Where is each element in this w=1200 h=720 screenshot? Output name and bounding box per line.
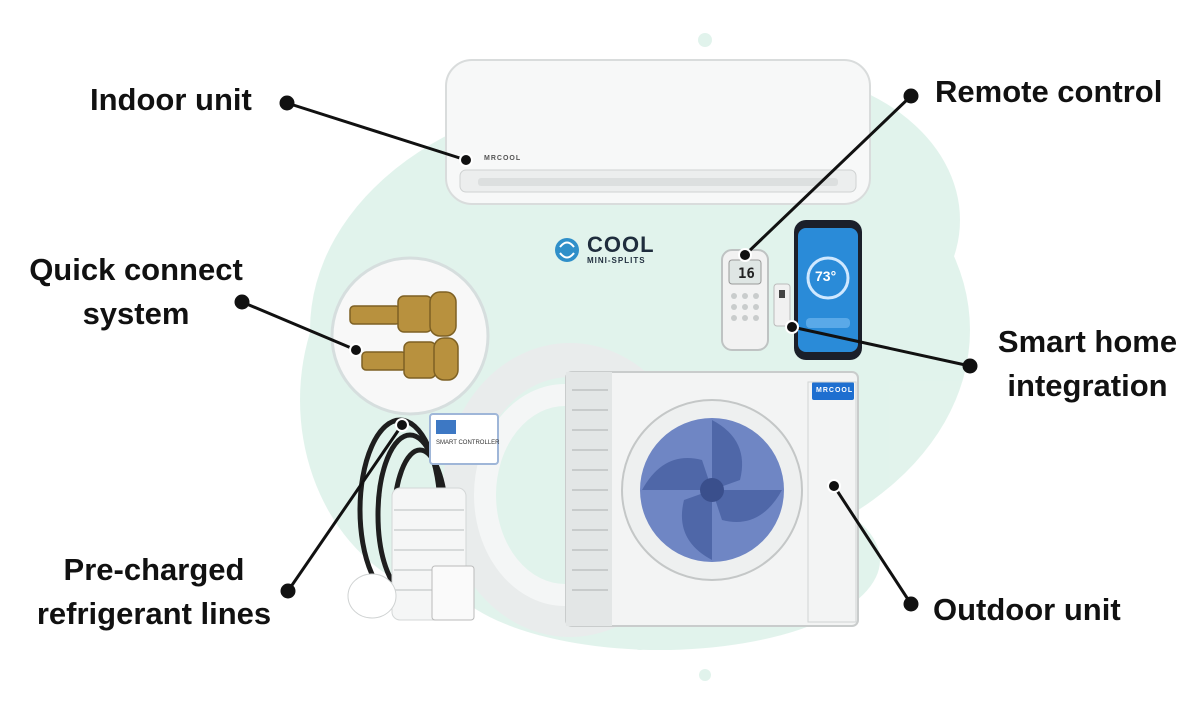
label-quick-connect-line1: Quick connect bbox=[29, 252, 243, 287]
snowflake-fan-icon bbox=[555, 238, 579, 262]
quick-connect-target-dot bbox=[349, 343, 363, 357]
smart-home-callout bbox=[791, 325, 971, 368]
indoor-unit-image bbox=[445, 59, 871, 205]
outdoor-unit-image bbox=[565, 371, 859, 627]
label-indoor-unit: Indoor unit bbox=[90, 82, 252, 117]
smart-home-callout-dot bbox=[962, 358, 978, 374]
remote-control-image bbox=[721, 249, 769, 351]
outdoor-unit-callout bbox=[832, 485, 913, 605]
remote-control-target-dot bbox=[738, 248, 752, 262]
remote-control-callout bbox=[743, 94, 913, 257]
brand-name: COOL bbox=[587, 232, 655, 257]
phone-temperature: 73° bbox=[815, 268, 837, 284]
wifi-dongle-image bbox=[773, 283, 791, 327]
smart-home-target-dot bbox=[785, 320, 799, 334]
indoor-unit-callout bbox=[286, 101, 467, 162]
callout-lines bbox=[234, 88, 978, 612]
label-precharged-line2: refrigerant lines bbox=[36, 596, 272, 631]
remote-display: 16 bbox=[738, 266, 755, 282]
label-quick-connect-line2: system bbox=[82, 296, 190, 331]
quick-connect-image bbox=[330, 256, 490, 416]
quick-connect-callout-dot bbox=[234, 294, 250, 310]
quick-connect-callout bbox=[241, 300, 357, 352]
label-smart-home-line1: Smart home bbox=[997, 324, 1178, 359]
precharged-callout bbox=[286, 424, 404, 592]
label-precharged-line1: Pre-charged bbox=[63, 552, 245, 587]
brand-subtitle: MINI-SPLITS bbox=[587, 256, 646, 265]
outdoor-unit-callout-dot bbox=[903, 596, 919, 612]
precharged-callout-dot bbox=[280, 583, 296, 599]
label-smart-home-line2: integration bbox=[1007, 368, 1168, 403]
indoor-unit-target-dot bbox=[459, 153, 473, 167]
wall-sleeve-image bbox=[347, 487, 475, 621]
cool-mini-splits-logo: COOL MINI-SPLITS bbox=[555, 232, 655, 266]
label-outdoor-unit: Outdoor unit bbox=[933, 592, 1121, 627]
label-precharged-lines: Pre-charged refrigerant lines bbox=[20, 548, 288, 636]
precharged-target-dot bbox=[395, 418, 409, 432]
controller-box-text: SMART CONTROLLER bbox=[436, 440, 500, 446]
label-smart-home: Smart home integration bbox=[985, 320, 1190, 408]
remote-control-callout-dot bbox=[903, 88, 919, 104]
smart-controller-box-image bbox=[429, 413, 499, 465]
smartphone-image bbox=[794, 220, 862, 360]
outdoor-unit-brand: MRCOOL bbox=[816, 387, 854, 394]
outdoor-unit-target-dot bbox=[827, 479, 841, 493]
label-quick-connect: Quick connect system bbox=[20, 248, 252, 336]
indoor-unit-brand: MRCOOL bbox=[484, 155, 522, 162]
indoor-unit-callout-dot bbox=[279, 95, 295, 111]
label-remote-control: Remote control bbox=[935, 74, 1163, 109]
